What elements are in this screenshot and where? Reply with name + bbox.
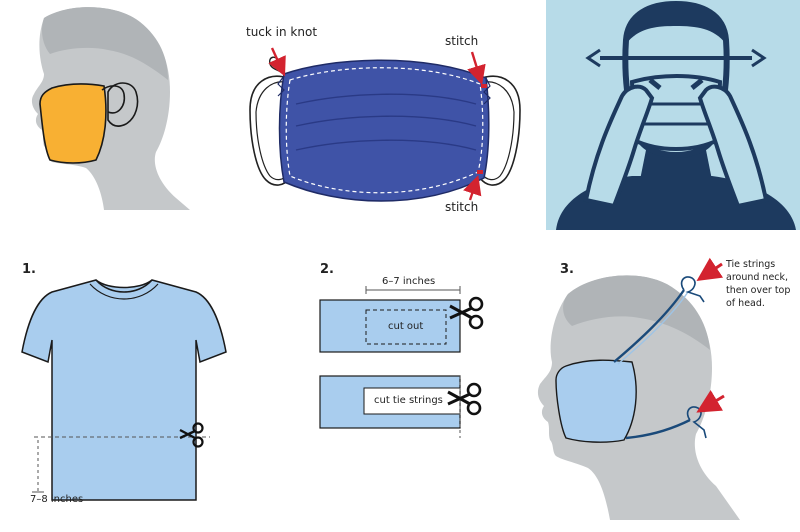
top-tie-string: [613, 289, 685, 363]
blue-mask-icon: [278, 59, 490, 202]
fabric-strip: [319, 299, 461, 353]
top-knot-icon: [680, 276, 705, 303]
pleat-line: [295, 139, 477, 151]
strap-end: [585, 48, 601, 68]
strap-end: [751, 48, 767, 68]
step1-tshirt: [21, 279, 227, 501]
scissors-icon: [449, 296, 484, 330]
right-ear-loop-inner: [481, 81, 515, 181]
collar: [95, 279, 153, 293]
step-3-note: Tie strings around neck, then over top o…: [726, 259, 791, 309]
neck-icon: [640, 150, 712, 180]
step-1-number: 1.: [22, 262, 36, 277]
head-silhouette-icon: [537, 275, 740, 520]
red-arrow-icon: [467, 51, 486, 85]
hair-icon: [563, 275, 710, 350]
cut-out-outline: [365, 309, 447, 345]
ear-loop-icon: [101, 85, 126, 114]
stitch-bottom-label: stitch: [445, 200, 479, 214]
tie-strings-cut: [363, 387, 461, 415]
red-arrow-icon: [268, 47, 286, 77]
fingertip-right: [690, 78, 704, 90]
zigzag-edge: [277, 75, 285, 97]
right-hand-icon: [697, 84, 769, 209]
panel-blue-mask: [249, 47, 521, 202]
left-hand-icon: [583, 84, 655, 209]
light-blue-mask-icon: [555, 359, 637, 443]
panel-orange-mask: [31, 7, 191, 210]
red-arrow-icon: [696, 257, 724, 281]
fingertip-left: [648, 78, 662, 90]
hair-icon: [42, 7, 168, 80]
step-1-measurement: 7–8 inches: [30, 494, 84, 505]
pleat-line: [295, 93, 477, 105]
scissors-icon: [447, 382, 482, 416]
right-ear-loop-icon: [479, 75, 521, 186]
orange-mask-icon: [39, 83, 107, 164]
panel-fit-mask: [546, 0, 800, 230]
red-arrow-icon: [463, 175, 482, 201]
tshirt-icon: [21, 279, 227, 501]
step-2-cut-out-label: cut out: [388, 321, 424, 332]
step-2-width-label: 6–7 inches: [382, 276, 436, 287]
stitch-mark: [477, 170, 483, 174]
left-ear-loop-inner: [255, 81, 289, 181]
stitch-top-label: stitch: [445, 34, 479, 48]
step-3-number: 3.: [560, 262, 574, 277]
red-arrow-icon: [696, 389, 725, 413]
step-2-cut-tie-label: cut tie strings: [374, 395, 443, 406]
bottom-tie-string: [625, 418, 691, 440]
step-2-number: 2.: [320, 262, 334, 277]
tuck-in-knot-label: tuck in knot: [246, 25, 318, 39]
zigzag-edge: [483, 77, 491, 105]
step2-fabric: [319, 286, 484, 438]
collar-stitch: [89, 283, 159, 300]
stitch-mark: [481, 84, 487, 88]
pleat-line: [295, 115, 477, 127]
step3-head: [537, 257, 740, 520]
scissors-icon: [179, 422, 204, 448]
hair-icon: [625, 2, 727, 44]
left-ear-loop-icon: [249, 75, 291, 186]
